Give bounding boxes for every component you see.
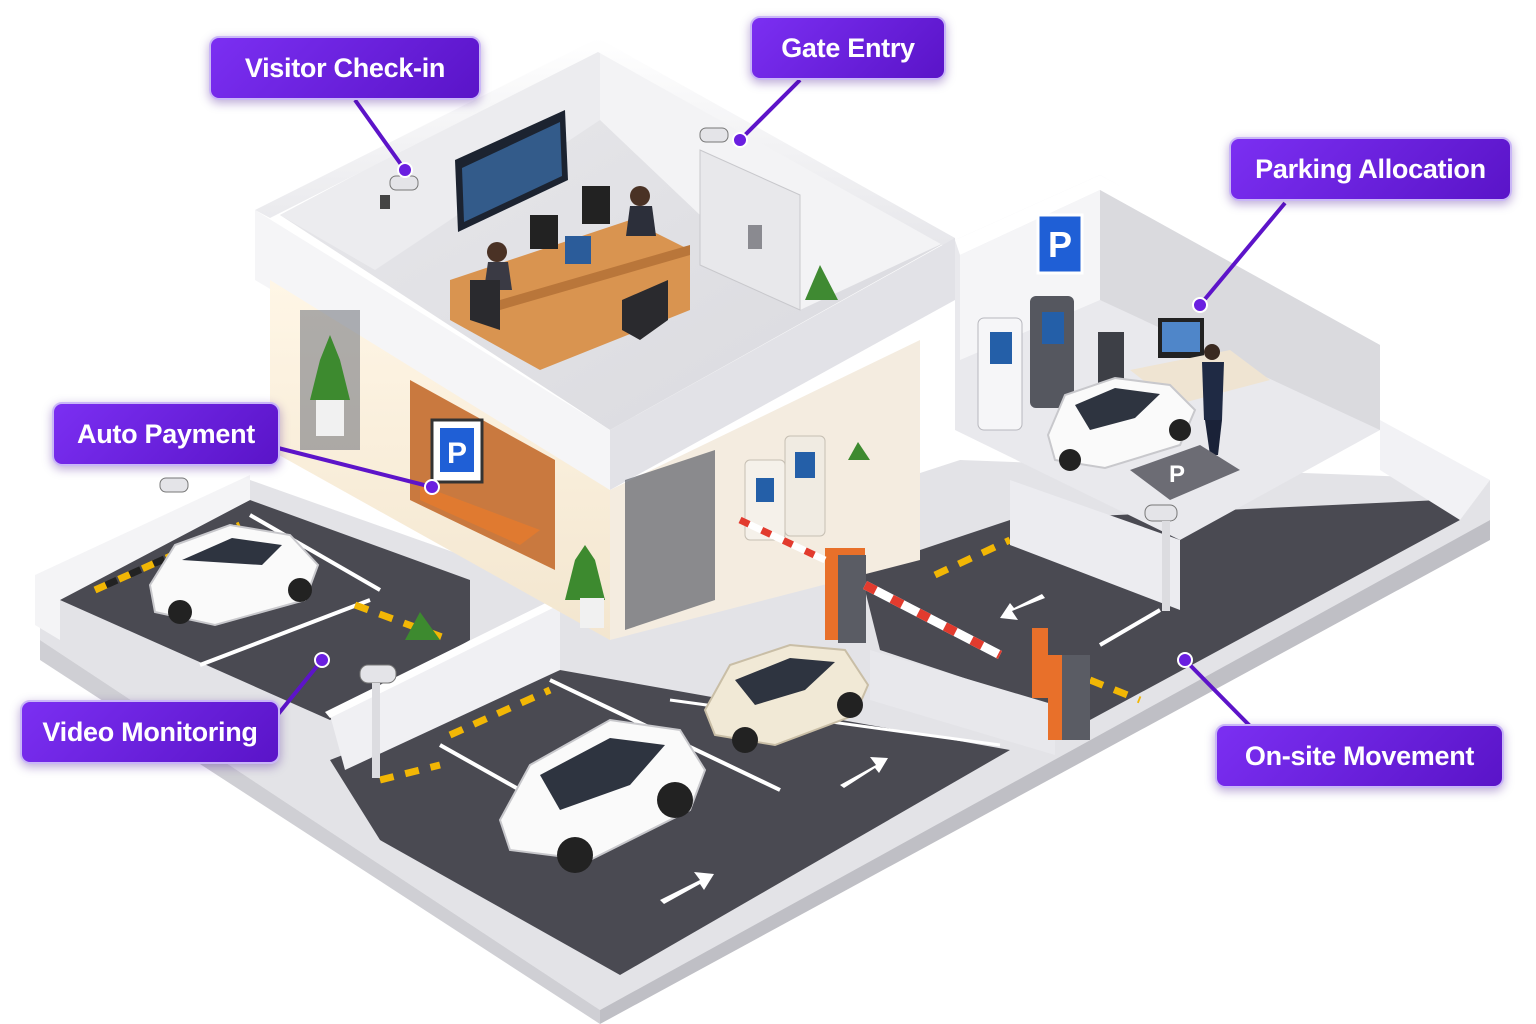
camera-icon: [359, 664, 397, 778]
callout-auto-payment: Auto Payment: [52, 402, 280, 466]
parking-sign-label: P: [447, 437, 467, 470]
camera-icon: [1144, 504, 1178, 611]
callout-video-monitoring: Video Monitoring: [20, 700, 280, 764]
callout-gate-entry: Gate Entry: [750, 16, 946, 80]
callout-parking-allocation: Parking Allocation: [1229, 137, 1512, 201]
cars: [148, 376, 1197, 873]
parking-annex: [955, 175, 1385, 540]
camera-icon: [699, 127, 729, 143]
parking-sign-label: P: [1048, 224, 1072, 265]
control-room: [450, 110, 838, 370]
floor-parking-mark: P: [1169, 461, 1185, 488]
car-sedan: [703, 643, 870, 753]
callout-leaders: [273, 78, 1287, 728]
cameras: [159, 127, 1178, 778]
plants: [310, 335, 870, 640]
car-suv: [498, 718, 707, 873]
car-left-lot: [148, 523, 320, 627]
camera-icon: [159, 477, 189, 493]
callout-onsite-movement: On-site Movement: [1215, 724, 1504, 788]
car-annex: [1046, 376, 1197, 471]
callout-visitor-checkin: Visitor Check-in: [209, 36, 481, 100]
entry-gate: [738, 435, 1090, 740]
perimeter-walls: [35, 420, 1490, 770]
